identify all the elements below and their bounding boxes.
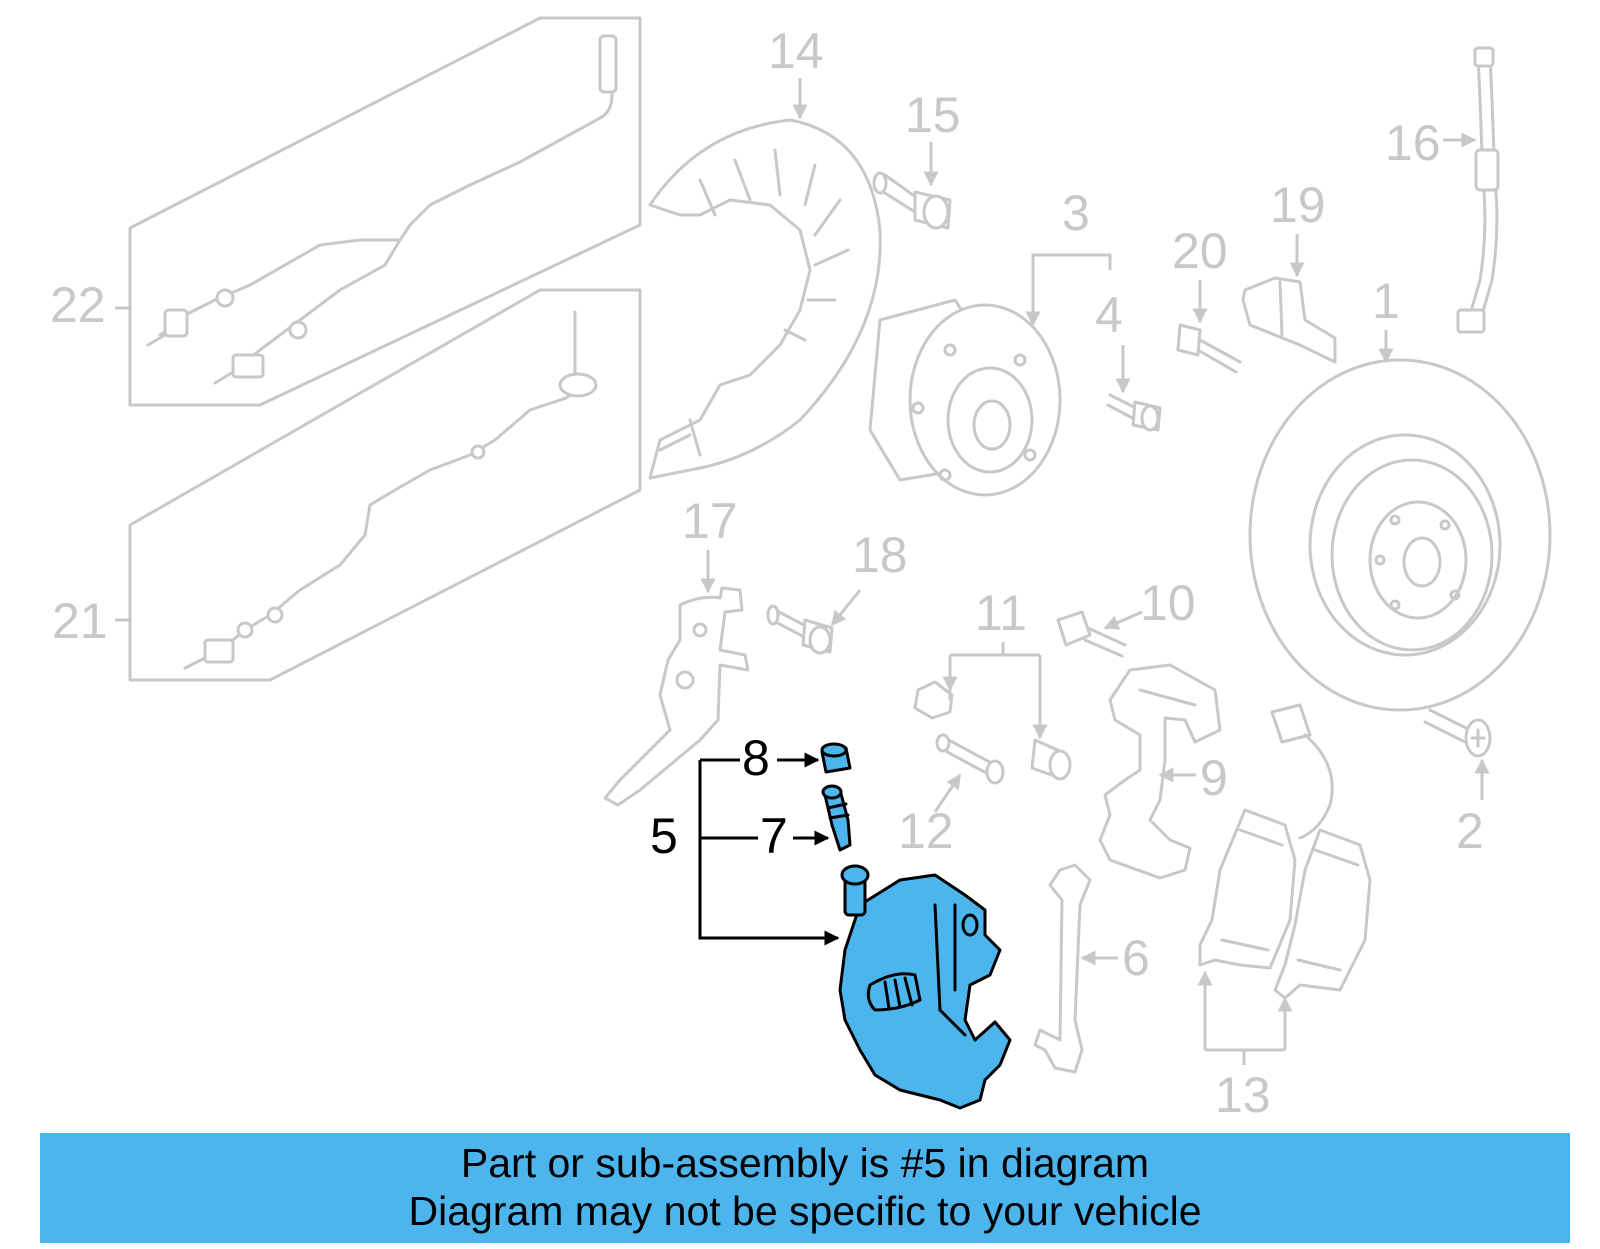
callout-4: 4 xyxy=(1095,287,1131,394)
callout-1: 1 xyxy=(1372,273,1400,364)
callout-3: 3 xyxy=(1025,185,1112,327)
callout-22: 22 xyxy=(50,277,130,333)
part-21-wheel-speed-sensor-wire xyxy=(128,288,642,682)
part-15-bolt xyxy=(872,171,952,230)
part-14-splash-shield xyxy=(648,118,882,480)
callout-13-label: 13 xyxy=(1215,1067,1271,1123)
callout-17: 17 xyxy=(682,493,738,594)
callout-18: 18 xyxy=(830,527,908,627)
callout-11-label: 11 xyxy=(975,585,1027,641)
callout-18-label: 18 xyxy=(852,527,908,583)
part-3-hub-bearing xyxy=(868,298,1062,497)
part-13-wear-sensor xyxy=(1270,703,1334,840)
part-10-bolt xyxy=(1056,610,1127,658)
callout-19-label: 19 xyxy=(1270,177,1326,233)
callout-8: 8 xyxy=(700,730,820,786)
banner-line-1: Part or sub-assembly is #5 in diagram xyxy=(460,1140,1150,1186)
callout-10-label: 10 xyxy=(1140,575,1196,631)
callout-4-label: 4 xyxy=(1095,287,1123,343)
callout-9-label: 9 xyxy=(1200,750,1228,806)
part-7-bleeder-screw[interactable] xyxy=(821,784,852,852)
callout-15-label: 15 xyxy=(905,87,961,143)
callout-6-label: 6 xyxy=(1122,930,1150,986)
part-2-rotor-screw xyxy=(1423,708,1492,758)
callout-19: 19 xyxy=(1270,177,1326,278)
callout-11: 11 xyxy=(942,585,1048,740)
callout-16-label: 16 xyxy=(1385,115,1441,171)
callout-8-label: 8 xyxy=(742,730,770,786)
callout-12: 12 xyxy=(898,773,962,859)
part-6-anti-rattle-clip xyxy=(1033,863,1092,1074)
callout-1-label: 1 xyxy=(1372,273,1400,329)
callout-5: 5 xyxy=(650,760,840,946)
callout-16: 16 xyxy=(1385,115,1477,171)
callout-7-label: 7 xyxy=(760,808,788,864)
callout-6: 6 xyxy=(1080,930,1150,986)
callout-20-label: 20 xyxy=(1172,223,1228,279)
part-19-bracket xyxy=(1241,276,1337,364)
part-13-brake-pads xyxy=(1198,808,1372,1000)
info-banner: Part or sub-assembly is #5 in diagram Di… xyxy=(40,1133,1570,1243)
callout-21: 21 xyxy=(52,593,130,649)
callout-14-label: 14 xyxy=(768,23,824,79)
part-12-guide-pin xyxy=(935,733,1005,785)
callout-9: 9 xyxy=(1158,750,1228,806)
part-11-guide-pin-kit xyxy=(913,680,1072,781)
callout-7: 7 xyxy=(700,808,830,864)
part-22-wheel-speed-sensor-wire xyxy=(128,16,642,407)
callout-12-label: 12 xyxy=(898,803,954,859)
part-20-bolt xyxy=(1176,323,1242,374)
part-4-hub-bolt xyxy=(1106,393,1162,432)
callout-5-label: 5 xyxy=(650,808,678,864)
callout-3-label: 3 xyxy=(1062,185,1090,241)
callout-2: 2 xyxy=(1456,758,1490,859)
part-1-brake-rotor xyxy=(1248,358,1552,712)
banner-line-2: Diagram may not be specific to your vehi… xyxy=(408,1188,1202,1234)
part-17-bracket xyxy=(603,586,750,807)
part-16-brake-hose xyxy=(1456,46,1500,334)
callout-2-label: 2 xyxy=(1456,803,1484,859)
callout-21-label: 21 xyxy=(52,593,108,649)
callout-15: 15 xyxy=(905,87,961,187)
part-5-brake-caliper[interactable] xyxy=(838,864,1012,1110)
callout-20: 20 xyxy=(1172,223,1228,324)
callout-13: 13 xyxy=(1197,970,1293,1123)
part-8-bleeder-cap[interactable] xyxy=(820,742,852,774)
callout-22-label: 22 xyxy=(50,277,106,333)
callout-10: 10 xyxy=(1103,575,1196,631)
callout-17-label: 17 xyxy=(682,493,738,549)
callout-14: 14 xyxy=(768,23,824,120)
part-18-bolt xyxy=(766,604,834,655)
